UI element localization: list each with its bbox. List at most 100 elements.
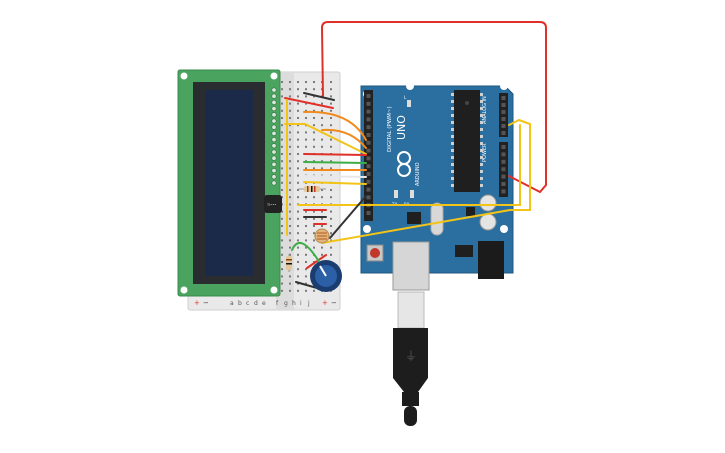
breadboard-hole — [281, 225, 283, 227]
breadboard-row-letter: b — [238, 300, 242, 307]
resistor[interactable] — [286, 254, 292, 272]
breadboard-hole — [321, 253, 323, 256]
chip-leg — [480, 163, 483, 166]
breadboard-hole — [330, 217, 332, 220]
wire-white[interactable] — [303, 175, 367, 178]
chip-leg — [480, 135, 483, 138]
small-chip — [407, 212, 421, 224]
digital-pin — [366, 179, 371, 184]
wire-red[interactable] — [306, 254, 327, 269]
breadboard-hole — [289, 217, 291, 220]
wire-green[interactable] — [303, 161, 367, 164]
digital-pin — [366, 133, 371, 137]
header-6pin — [466, 207, 475, 216]
breadboard-hole — [313, 124, 315, 127]
wire-yellow[interactable] — [304, 123, 367, 155]
breadboard-hole — [305, 109, 307, 112]
breadboard-hole — [281, 88, 283, 91]
chip-leg — [480, 128, 483, 131]
breadboard-hole — [313, 217, 315, 220]
breadboard-hole — [313, 246, 315, 249]
wire-red[interactable] — [284, 97, 334, 109]
wire-yellow[interactable] — [303, 181, 367, 185]
chip-leg — [451, 156, 454, 159]
breadboard-hole — [305, 167, 307, 170]
breadboard-row-letters-bottom: a b c d e — [230, 300, 266, 307]
breadboard-hole — [289, 196, 291, 199]
lcd-chip-label: TI••• — [266, 203, 276, 207]
breadboard-hole — [305, 81, 307, 83]
breadboard-hole — [305, 246, 307, 249]
wire-orange[interactable] — [321, 128, 367, 149]
lcd-pin — [271, 87, 277, 93]
power-pin — [501, 145, 506, 149]
breadboard-hole — [330, 117, 332, 119]
breadboard-hole — [297, 217, 299, 220]
breadboard-hole — [313, 225, 315, 227]
breadboard-hole — [297, 253, 299, 256]
digital-pin — [366, 101, 371, 106]
wire-black-ground[interactable] — [329, 195, 367, 239]
breadboard-hole — [321, 138, 323, 141]
breadboard-row-letter: c — [246, 300, 249, 307]
analog-label: ANALOG IN — [482, 96, 488, 124]
breadboard-hole — [297, 145, 299, 148]
breadboard-hole — [289, 167, 291, 170]
chip-leg — [480, 156, 483, 159]
breadboard-hole — [297, 153, 299, 155]
breadboard-hole — [330, 81, 332, 83]
photoresistor[interactable] — [314, 228, 330, 244]
breadboard-hole — [313, 131, 315, 134]
breadboard-hole — [297, 167, 299, 170]
breadboard-hole — [321, 225, 323, 227]
breadboard-hole — [281, 261, 283, 263]
breadboard-hole — [313, 196, 315, 199]
wire-red[interactable] — [303, 153, 367, 156]
breadboard-hole — [330, 210, 332, 213]
lcd-pin — [271, 93, 277, 99]
arduino-uno-board[interactable]: DIGITAL (PWM~) ANALOG IN POWER UNO ARDUI… — [360, 82, 514, 291]
breadboard-hole — [289, 109, 291, 112]
wire-green[interactable] — [291, 241, 321, 286]
breadboard-hole — [289, 189, 291, 191]
breadboard-hole — [289, 81, 291, 83]
breadboard-hole — [281, 196, 283, 199]
wire-orange[interactable] — [303, 110, 367, 141]
breadboard-hole — [305, 88, 307, 91]
chip-leg — [480, 184, 483, 187]
wire-yellow-analog[interactable] — [297, 124, 521, 206]
board-name: UNO — [395, 115, 408, 140]
breadboard-hole — [281, 275, 283, 278]
breadboard-hole — [305, 232, 307, 235]
breadboard-hole — [281, 289, 283, 292]
wire-red-power[interactable] — [320, 21, 547, 194]
digital-pin — [366, 172, 371, 176]
wire-black[interactable] — [303, 92, 335, 101]
analog-header — [499, 93, 508, 137]
digital-header — [364, 90, 373, 221]
breadboard-hole — [297, 275, 299, 278]
wire-yellow-analog[interactable] — [321, 118, 531, 244]
usb-cable[interactable]: ⏚ — [393, 291, 428, 426]
breadboard-hole — [321, 102, 323, 105]
breadboard-row-letters-top: f g h i j — [276, 300, 310, 307]
breadboard-hole — [330, 160, 332, 163]
arduino-logo — [397, 151, 411, 177]
breadboard-hole — [305, 131, 307, 134]
analog-pin — [501, 124, 506, 128]
reset-button[interactable] — [366, 244, 384, 262]
usb-symbol-icon: ⏚ — [405, 349, 417, 363]
breadboard-hole — [297, 81, 299, 83]
potentiometer[interactable] — [310, 260, 342, 292]
breadboard-hole — [305, 289, 307, 292]
lcd-pin — [271, 99, 277, 105]
breadboard-hole — [297, 181, 299, 184]
breadboard-hole — [321, 145, 323, 148]
lcd-pin — [271, 149, 277, 155]
breadboard-hole — [297, 225, 299, 227]
breadboard-hole — [330, 189, 332, 191]
analog-pin — [501, 117, 506, 121]
resistor[interactable] — [298, 186, 326, 192]
lcd-module[interactable]: TI••• — [177, 69, 282, 297]
